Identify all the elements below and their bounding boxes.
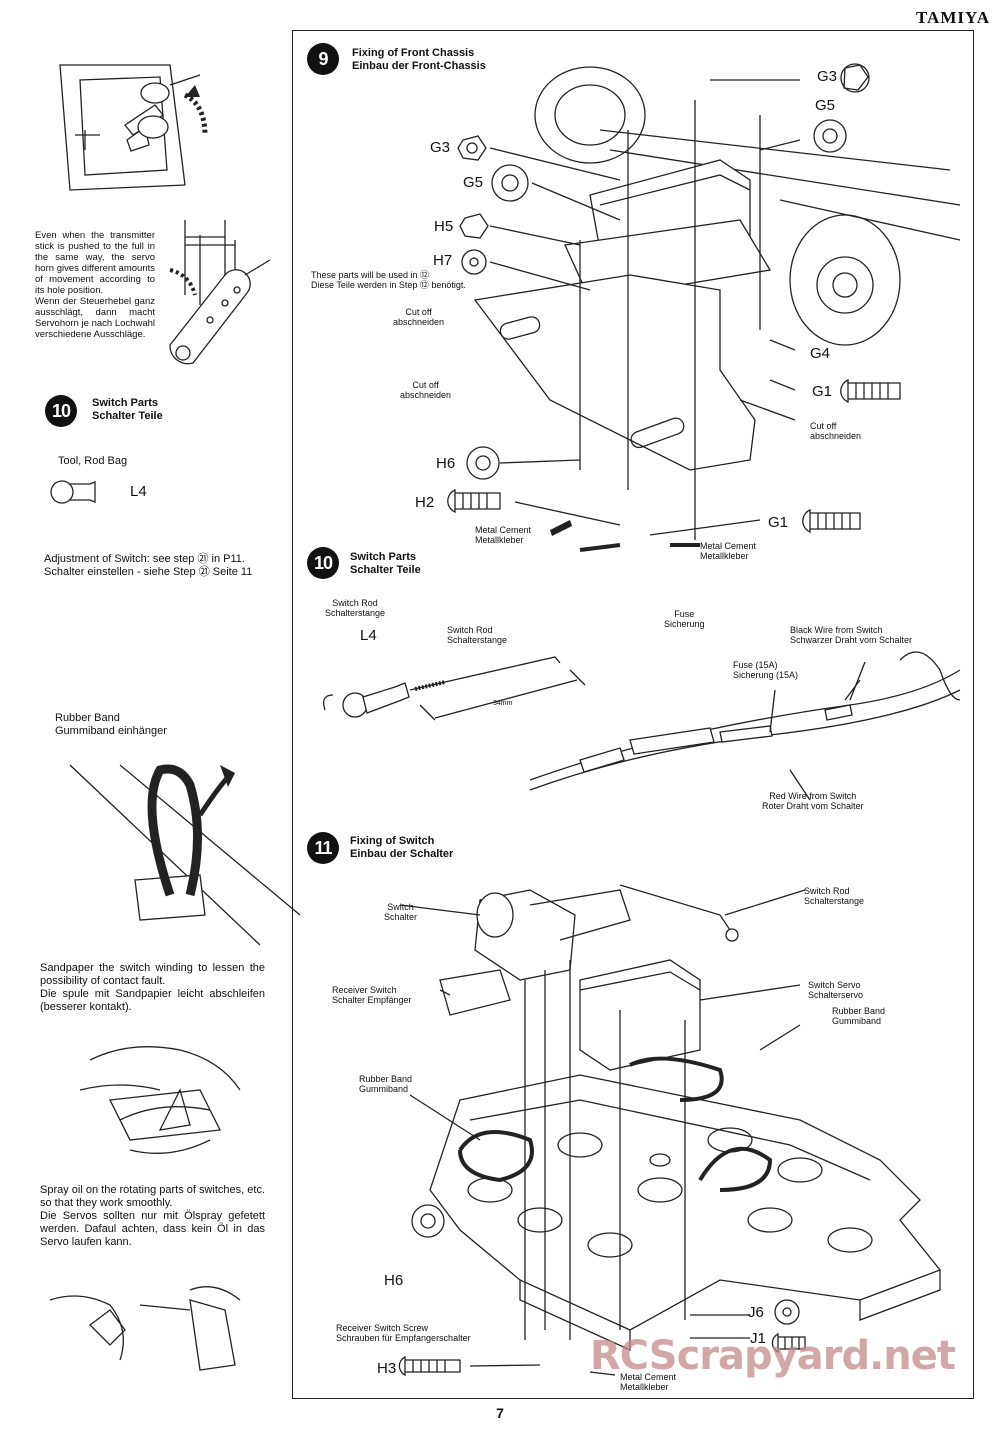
step9-badge: 9 (307, 43, 339, 75)
step10-badge: 10 (307, 547, 339, 579)
step10-title-de: Schalter Teile (350, 564, 421, 576)
part-g4: G4 (810, 345, 831, 362)
switch-label-de: Schalter (384, 912, 418, 922)
l4-part-icon (50, 480, 96, 504)
l4-label: L4 (130, 483, 147, 500)
receiver-switch-label-de: Schalter Empfänger (332, 995, 412, 1005)
cutoff-label-3-de: abschneiden (810, 431, 862, 441)
step11-switch-rod-en: Switch Rod (804, 886, 850, 896)
part-h3: H3 (377, 1360, 397, 1377)
part-h2: H2 (415, 494, 435, 511)
transmitter-illustration (59, 64, 208, 191)
rubber-band-label-left-en: Rubber Band (359, 1074, 413, 1084)
adjust-note-en: Adjustment of Switch: see step ㉑ in P11. (44, 553, 245, 565)
switch-rod-bag-en: Switch Rod (332, 598, 378, 608)
rubber-band-label-left-de: Gummiband (359, 1084, 409, 1094)
cutoff-label-2-de: abschneiden (400, 390, 452, 400)
receiver-switch-label-en: Receiver Switch (332, 985, 397, 995)
step9-title-en: Fixing of Front Chassis (352, 47, 475, 59)
part-g1-bottom: G1 (768, 514, 789, 531)
black-wire-label-de: Schwarzer Draht vom Schalter (790, 635, 913, 645)
fuse-bag-en: Fuse (674, 609, 695, 619)
left-step10-title-de: Schalter Teile (92, 410, 163, 422)
step11-title-de: Einbau der Schalter (350, 848, 454, 860)
fuse-15a-label-en: Fuse (15A) (733, 660, 778, 670)
red-wire-label-en: Red Wire from Switch (769, 791, 857, 801)
switch-rod-label-en: Switch Rod (447, 625, 493, 635)
part-g3-top: G3 (817, 68, 838, 85)
receiver-screw-label-de: Schrauben für Empfangerschalter (336, 1333, 471, 1343)
step10-title-en: Switch Parts (350, 551, 417, 563)
black-wire-label-en: Black Wire from Switch (790, 625, 883, 635)
switch-rod-bag-de: Schalterstange (325, 608, 386, 618)
cutoff-label-1-en: Cut off (405, 307, 432, 317)
rubber-band-label-de: Gummiband einhänger (55, 725, 167, 737)
rubber-band-label-right-de: Gummiband (832, 1016, 882, 1026)
part-h6-step11: H6 (384, 1272, 404, 1289)
part-j6: J6 (748, 1304, 764, 1321)
metal-cement-label-2-de: Metallkleber (700, 551, 749, 561)
part-h7: H7 (433, 252, 453, 269)
servo-horn-illustration (169, 220, 271, 365)
switch-servo-label-en: Switch Servo (808, 980, 861, 990)
switch-mount-diagram (398, 884, 942, 1377)
metal-cement-label-2-en: Metal Cement (700, 541, 757, 551)
fuse-wiring-diagram (529, 651, 961, 801)
switch-label-en: Switch (387, 902, 414, 912)
front-chassis-diagram (447, 63, 961, 552)
part-j1: J1 (750, 1330, 766, 1347)
switch-rod-label-de: Schalterstange (447, 635, 508, 645)
servo-note-de: Wenn der Steuerhebel ganz ausschlägt, da… (35, 296, 155, 340)
spray-illustration (49, 1286, 241, 1371)
spray-note-de: Die Servos sollten nur mit Ölspray gefet… (40, 1210, 265, 1248)
step9-title-de: Einbau der Front-Chassis (352, 60, 486, 72)
servo-note-en: Even when the transmitter stick is pushe… (35, 230, 155, 296)
rubber-band-illustration (69, 764, 301, 946)
part-h6: H6 (436, 455, 456, 472)
instruction-frame (292, 30, 974, 1399)
part-g3-left: G3 (430, 139, 451, 156)
step11-metal-cement-en: Metal Cement (620, 1372, 677, 1382)
switch-servo-label-de: Schalterservo (808, 990, 864, 1000)
fuse-bag-de: Sicherung (664, 619, 705, 629)
part-h5: H5 (434, 218, 454, 235)
adjust-note-de: Schalter einstellen - siehe Step ㉑ Seite… (44, 566, 253, 578)
sandpaper-note-en: Sandpaper the switch winding to lessen t… (40, 962, 265, 987)
switch-rod-diagram (322, 656, 586, 721)
receiver-screw-label-en: Receiver Switch Screw (336, 1323, 429, 1333)
rod-dimension: 34mm (493, 700, 513, 707)
cutoff-label-2-en: Cut off (412, 380, 439, 390)
part-g5-top: G5 (815, 97, 836, 114)
part-g1-right: G1 (812, 383, 833, 400)
page-number: 7 (496, 1405, 504, 1421)
cutoff-label-1-de: abschneiden (393, 317, 445, 327)
rubber-band-label-en: Rubber Band (55, 712, 120, 724)
step11-switch-rod-de: Schalterstange (804, 896, 865, 906)
tool-bag-label: Tool, Rod Bag (58, 455, 128, 467)
cutoff-label-3-en: Cut off (810, 421, 837, 431)
step10-l4-label: L4 (360, 627, 377, 644)
watermark: RCScrapyard.net (589, 1333, 956, 1379)
metal-cement-label-1-de: Metallkleber (475, 535, 524, 545)
part-g5-left: G5 (463, 174, 484, 191)
fuse-15a-label-de: Sicherung (15A) (733, 670, 799, 680)
rubber-band-label-right-en: Rubber Band (832, 1006, 886, 1016)
step9-note-en: These parts will be used in ⑫ (311, 270, 430, 280)
step11-title-en: Fixing of Switch (350, 835, 435, 847)
left-step10-title-en: Switch Parts (92, 397, 159, 409)
step11-badge: 11 (307, 832, 339, 864)
spray-note-en: Spray oil on the rotating parts of switc… (40, 1184, 266, 1209)
brand-logo: TAMIYA (915, 8, 990, 27)
step9-note-de: Diese Teile werden in Step ⑫ benötigt. (311, 280, 466, 290)
sandpaper-note-de: Die spule mit Sandpapier leicht abschlei… (40, 988, 265, 1013)
metal-cement-label-1-en: Metal Cement (475, 525, 532, 535)
left-step10-badge: 10 (45, 395, 77, 427)
step11-metal-cement-de: Metallkleber (620, 1382, 669, 1392)
sandpaper-hands-illustration (79, 1046, 241, 1154)
red-wire-label-de: Roter Draht vom Schalter (762, 801, 864, 811)
